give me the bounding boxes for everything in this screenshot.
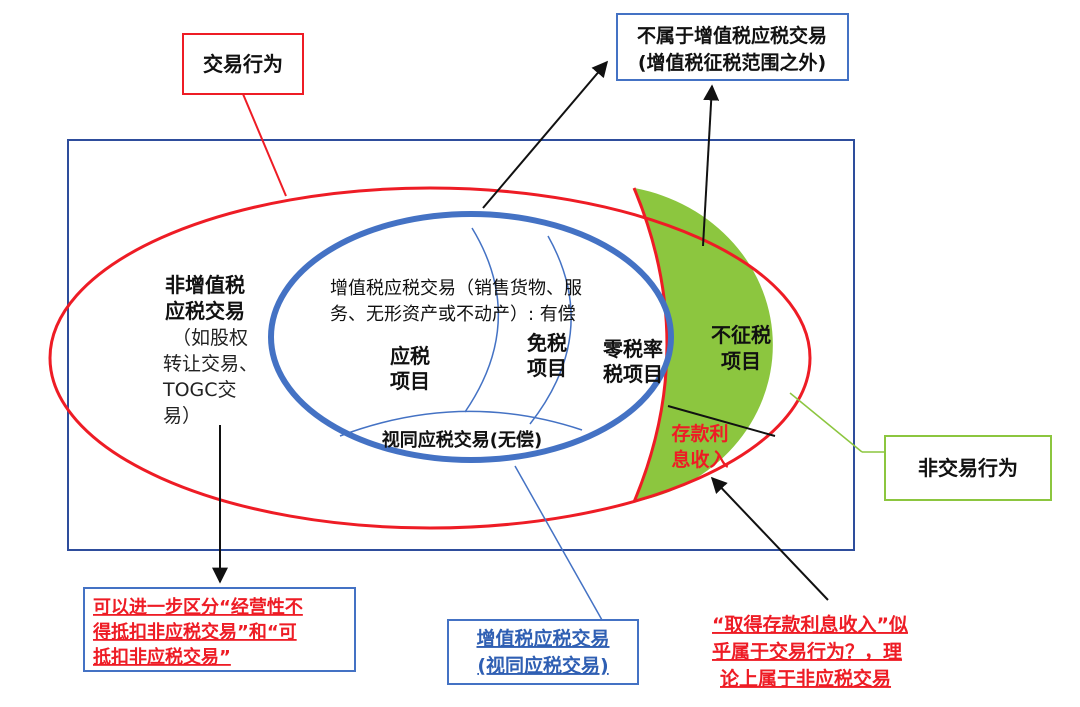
right-note-line-1: “取得存款利息收入”似 (712, 613, 908, 636)
non-transaction-connector (789, 392, 863, 453)
transaction-ellipse (48, 186, 812, 530)
outside-scope-box (616, 13, 849, 81)
taxable-item-line-1: 应税 (390, 344, 430, 368)
left-note-line-1: 可以进一步区分“经营性不 (93, 596, 303, 618)
transaction-connector (242, 93, 287, 197)
divider-zero-rate-left (529, 235, 572, 425)
arrow-to-outside-scope-from-vat (482, 60, 609, 209)
non-vat-example-line-2: 转让交易、 (163, 353, 258, 375)
not-levied-line-2: 项目 (721, 349, 761, 373)
exempt-item-line-2: 项目 (527, 356, 567, 380)
middle-note-line-1: 增值税应税交易 (476, 627, 609, 650)
vat-taxable-ellipse (268, 211, 674, 463)
outside-scope-line-1: 不属于增值税应税交易 (637, 24, 827, 47)
vat-taxable-line-1: 增值税应税交易（销售货物、服 (330, 278, 582, 299)
left-note-line-2: 得抵扣非应税交易”和“可 (92, 621, 297, 643)
left-note-box (83, 587, 356, 672)
deposit-interest-line-2: 息收入 (671, 448, 728, 471)
deposit-interest-line-1: 存款利 (671, 422, 728, 445)
outside-scope-line-2: (增值税征税范围之外) (638, 51, 826, 74)
green-non-levied-region (634, 188, 773, 502)
divider-exempt-left (464, 227, 500, 413)
zero-rate-item-line-2: 税项目 (603, 362, 663, 386)
right-note-line-2: 乎属于交易行为？，理 (712, 640, 902, 663)
zero-rate-item-line-1: 零税率 (602, 337, 663, 361)
arrow-to-deposit-interest (710, 476, 829, 601)
non-vat-taxable-line-1: 非增值税 (165, 273, 245, 297)
non-vat-taxable-line-2: 应税交易 (165, 299, 245, 323)
non-transaction-label: 非交易行为 (918, 456, 1018, 480)
exempt-item-line-1: 免税 (527, 331, 567, 355)
vat-taxable-line-2: 务、无形资产或不动产）: 有偿 (330, 304, 576, 325)
non-vat-example-line-1: （如股权 (172, 327, 248, 349)
not-levied-line-1: 不征税 (711, 323, 771, 347)
deposit-interest-divider (667, 405, 776, 437)
non-vat-example-line-3: TOGC交 (162, 379, 237, 401)
green-region-boundary (632, 187, 669, 503)
right-note-line-3: 论上属于非应税交易 (720, 667, 891, 690)
middle-note-connector (514, 465, 603, 621)
outer-frame (67, 139, 855, 551)
deemed-taxable-label: 视同应税交易(无偿) (382, 429, 542, 451)
transaction-label: 交易行为 (203, 52, 283, 76)
non-vat-example-line-4: 易） (163, 405, 201, 427)
middle-note-box (447, 619, 639, 685)
left-note-line-3: 抵扣非应税交易” (93, 646, 231, 668)
divider-deemed-top (339, 410, 583, 437)
taxable-item-line-2: 项目 (390, 369, 430, 393)
non-transaction-box (884, 435, 1052, 501)
middle-note-line-2: (视同应税交易) (477, 654, 608, 677)
arrow-to-outside-scope-from-green (702, 84, 720, 247)
